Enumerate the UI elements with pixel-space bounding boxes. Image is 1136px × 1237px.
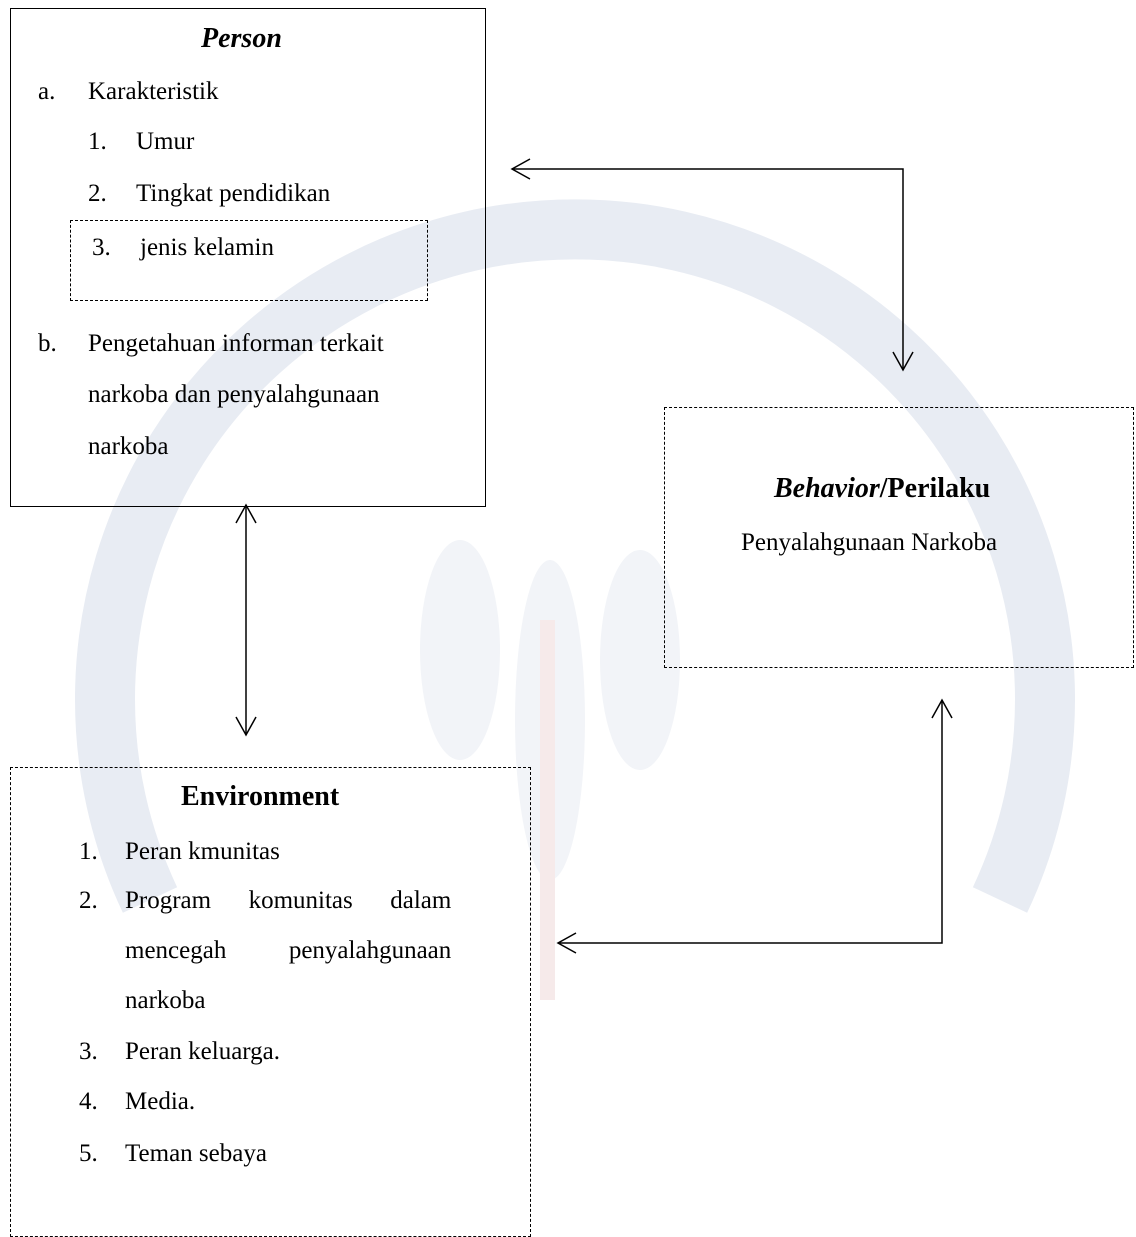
behavior-title-rest: /Perilaku — [879, 473, 991, 504]
env-item-1-label: Peran kmunitas — [125, 838, 280, 865]
environment-title: Environment — [181, 781, 340, 812]
person-title: Person — [201, 23, 282, 54]
person-item-2-num: 2. — [88, 180, 107, 207]
env-item-3-label: Peran keluarga. — [125, 1038, 281, 1065]
person-item-1-label: Umur — [136, 128, 195, 155]
env-item-2-line-2: mencegah penyalahgunaan — [125, 937, 452, 964]
env-item-5-num: 5. — [79, 1140, 98, 1167]
env-item-4-label: Media. — [125, 1088, 196, 1115]
behavior-subtitle: Penyalahgunaan Narkoba — [741, 529, 998, 556]
person-a-label: Karakteristik — [88, 78, 219, 105]
env-item-3-num: 3. — [79, 1038, 98, 1065]
person-item-3-label: jenis kelamin — [140, 234, 274, 261]
gender-highlight-box — [70, 220, 428, 301]
person-b-marker: b. — [38, 330, 57, 357]
person-box — [10, 8, 486, 507]
env-item-1-num: 1. — [79, 838, 98, 865]
env-item-5-label: Teman sebaya — [125, 1140, 267, 1167]
person-b-line-3: narkoba — [88, 433, 169, 460]
env-item-4-num: 4. — [79, 1088, 98, 1115]
behavior-box — [664, 407, 1134, 668]
person-environment-arrow — [235, 503, 257, 737]
person-b-line-2: narkoba dan penyalahgunaan — [88, 381, 380, 408]
env-item-2-line-1: Program komunitas dalam — [125, 887, 452, 914]
person-b-line-1: Pengetahuan informan terkait — [88, 330, 384, 357]
person-item-1-num: 1. — [88, 128, 107, 155]
env-item-2-num: 2. — [79, 887, 98, 914]
env-item-2-line-3: narkoba — [125, 987, 206, 1014]
behavior-title-italic: Behavior — [774, 473, 880, 504]
person-behavior-arrow — [510, 158, 914, 372]
behavior-environment-arrow — [556, 698, 953, 954]
person-item-2-label: Tingkat pendidikan — [136, 180, 331, 207]
person-item-3-num: 3. — [92, 234, 111, 261]
person-a-marker: a. — [38, 78, 56, 105]
behavior-title: Behavior/Perilaku — [774, 474, 990, 504]
